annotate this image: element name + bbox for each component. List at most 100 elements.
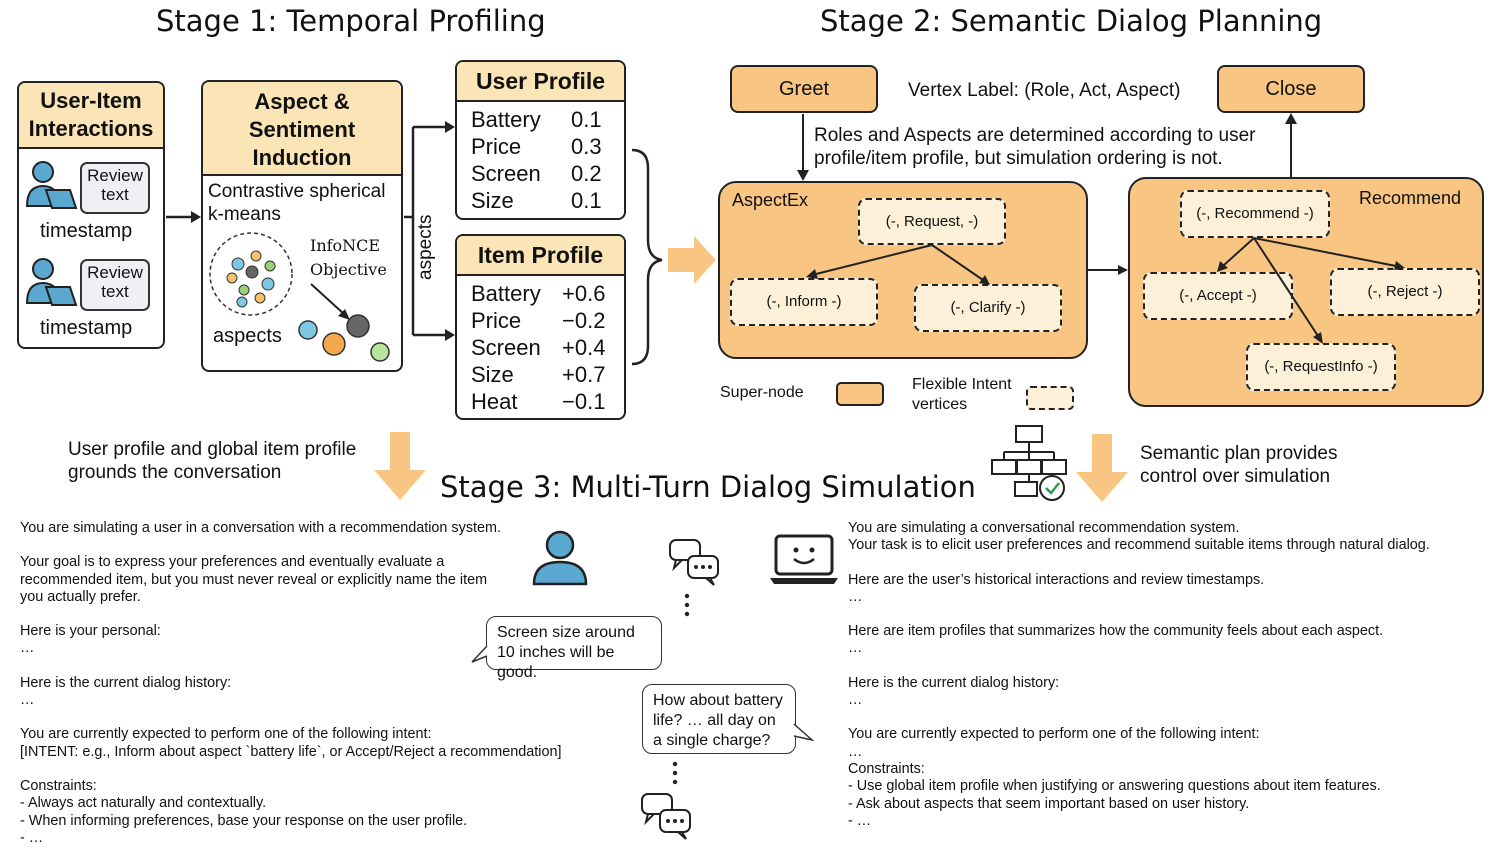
prompt-line: Constraints: — [848, 760, 925, 777]
prompt-line: Here is your personal: — [20, 623, 161, 640]
user-profile-value: 0.2 — [571, 161, 602, 186]
semantic-plan-icon — [991, 425, 1067, 501]
prompt-line — [20, 709, 561, 726]
user-profile-value: 0.1 — [571, 107, 602, 132]
prompt-line: You are simulating a user in a conversat… — [20, 520, 501, 536]
user-profile-aspect: Price — [471, 134, 522, 159]
roles-aspects-note: Roles and Aspects are determined accordi… — [814, 125, 1256, 169]
recommend-label: Recommend — [1359, 188, 1462, 208]
item-profile-aspect: Price — [471, 308, 522, 333]
prompt-line — [848, 658, 1430, 675]
prompt-line — [848, 555, 1430, 572]
prompt-line: Here is the current dialog history: — [20, 674, 232, 691]
intent-requestinfo: (-, RequestInfo -) — [1246, 343, 1396, 391]
prompt-line: Your goal is to express your preferences… — [20, 554, 445, 571]
stage3-title: Stage 3: Multi-Turn Dialog Simulation — [440, 470, 976, 504]
user-profile-header: User Profile — [457, 62, 624, 102]
item-profile-value: +0.4 — [562, 335, 606, 360]
prompt-line: … — [20, 640, 35, 657]
user-profile-aspect: Battery — [471, 107, 541, 132]
user-speech-bubble: Screen size around 10 inches will be goo… — [486, 616, 662, 681]
user-simulator-prompt: You are simulating a user in a conversat… — [20, 520, 561, 847]
bubble-tail — [793, 723, 815, 742]
user-laptop-icon — [25, 161, 78, 209]
prompt-line — [848, 606, 1430, 623]
timestamp-label-1: timestamp — [40, 220, 133, 242]
prompt-line: Here are the user’s historical interacti… — [848, 571, 1265, 588]
user-laptop-icon — [25, 258, 78, 306]
chat-bubbles-icon — [669, 539, 719, 586]
intent-clarify: (-, Clarify -) — [914, 284, 1062, 332]
vertex-label-note: Vertex Label: (Role, Act, Aspect) — [908, 80, 1181, 101]
laptop-smiley-icon — [770, 534, 838, 584]
prompt-line — [20, 537, 561, 554]
stage1-title: Stage 1: Temporal Profiling — [156, 4, 546, 38]
intent-request: (-, Request, -) — [858, 198, 1006, 245]
chat-bubbles-icon — [641, 793, 691, 840]
timestamp-label-2: timestamp — [40, 317, 133, 339]
item-profile-value: +0.7 — [562, 362, 606, 387]
intent-recommend: (-, Recommend -) — [1180, 190, 1330, 238]
legend-flexible-label: Flexible Intent vertices — [912, 376, 1012, 413]
prompt-line: Here are item profiles that summarizes h… — [848, 623, 1384, 640]
item-profile-value: −0.1 — [562, 389, 606, 414]
item-profile-header: Item Profile — [457, 236, 624, 276]
prompt-line: You are currently expected to perform on… — [848, 726, 1260, 743]
intent-inform: (-, Inform -) — [730, 278, 878, 326]
prompt-line — [20, 761, 561, 778]
prompt-line: [INTENT: e.g., Inform about aspect `batt… — [20, 743, 562, 760]
vertical-ellipsis-icon — [684, 593, 690, 617]
prompt-line: You are simulating a conversational reco… — [848, 520, 1240, 536]
grounding-note: User profile and global item profile gro… — [68, 439, 357, 483]
prompt-line: - Ask about aspects that seem important … — [848, 795, 1250, 812]
system-simulator-prompt: You are simulating a conversational reco… — [848, 520, 1430, 830]
prompt-line: you actually prefer. — [20, 588, 141, 605]
interactions-header: User-Item Interactions — [19, 83, 163, 149]
control-note: Semantic plan provides control over simu… — [1140, 443, 1338, 487]
aspects-label: aspects — [213, 325, 282, 347]
induction-header: Aspect & Sentiment Induction — [203, 82, 401, 176]
legend-flexible-swatch — [1026, 386, 1074, 410]
prompt-line: … — [20, 692, 35, 709]
prompt-line: … — [848, 588, 863, 605]
user-profile-aspect: Screen — [471, 161, 541, 186]
prompt-line: - Always act naturally and contextually. — [20, 795, 267, 812]
user-profile-aspect: Size — [471, 188, 514, 213]
prompt-line — [20, 606, 561, 623]
user-profile-value: 0.3 — [571, 134, 602, 159]
aspectex-label: AspectEx — [732, 190, 809, 210]
prompt-line: You are currently expected to perform on… — [20, 726, 432, 743]
item-profile-value: +0.6 — [562, 281, 606, 306]
prompt-line: - When informing preferences, base your … — [20, 812, 468, 829]
cluster-illustration — [209, 232, 390, 362]
prompt-line: - Use global item profile when justifyin… — [848, 778, 1381, 795]
intent-accept: (-, Accept -) — [1143, 272, 1293, 320]
system-speech-bubble: How about battery life? … all day on a s… — [642, 684, 796, 754]
induction-method: Contrastive spherical k-means — [208, 181, 386, 225]
prompt-line: Constraints: — [20, 777, 97, 794]
prompt-line: … — [848, 743, 863, 760]
prompt-line — [848, 709, 1430, 726]
user-profile-box: User Profile — [455, 60, 626, 220]
prompt-line: … — [848, 692, 863, 709]
bubble-tail — [471, 645, 488, 663]
stage2-title: Stage 2: Semantic Dialog Planning — [820, 4, 1323, 38]
prompt-line: … — [848, 640, 863, 657]
legend-super-node-swatch — [836, 382, 884, 406]
item-profile-box: Item Profile — [455, 234, 626, 420]
infonce-objective: InfoNCE Objective — [310, 236, 387, 279]
vertical-ellipsis-icon — [672, 761, 678, 785]
review-text-box-2: Review text — [80, 259, 150, 311]
item-profile-value: −0.2 — [562, 308, 606, 333]
legend-super-node-label: Super-node — [720, 384, 804, 401]
item-profile-aspect: Battery — [471, 281, 541, 306]
review-text-box-1: Review text — [80, 162, 150, 214]
intent-reject: (-, Reject -) — [1330, 268, 1480, 316]
prompt-line: Here is the current dialog history: — [848, 674, 1060, 691]
prompt-line: - … — [848, 812, 872, 829]
user-profile-value: 0.1 — [571, 188, 602, 213]
item-profile-aspect: Screen — [471, 335, 541, 360]
